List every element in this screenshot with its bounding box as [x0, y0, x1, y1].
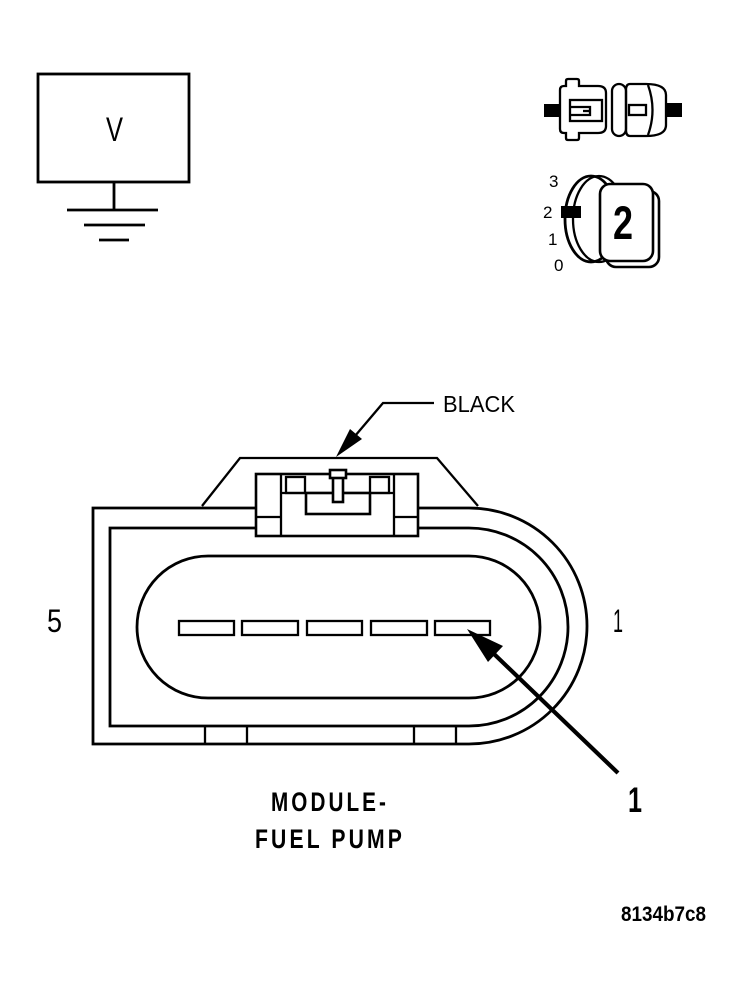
terminal-slots — [177, 619, 492, 637]
terminal-slot-1 — [433, 619, 492, 637]
terminal-slot-5 — [177, 619, 236, 637]
terminal-1-arrow-icon — [467, 629, 503, 662]
terminal-1-callout: 1 — [467, 629, 642, 820]
connector-latch — [201, 456, 479, 538]
wire-color-label: BLACK — [443, 391, 516, 417]
latch-hood — [201, 456, 479, 507]
wire-stub-right — [666, 103, 682, 117]
pin-1-label: 1 — [613, 603, 623, 639]
male-connector-outline — [624, 82, 668, 138]
male-terminal-slot — [627, 103, 648, 117]
bottom-notches — [203, 726, 458, 744]
voltmeter-label: V — [106, 111, 123, 149]
female-connector-outline — [558, 77, 608, 142]
terminal-cavity — [135, 554, 542, 700]
latch-key — [331, 475, 345, 504]
latch-key-cap — [328, 468, 348, 480]
terminal-slot-4 — [240, 619, 300, 637]
reading-block — [598, 182, 655, 263]
meter-gauge-icon: 3 2 1 0 2 — [543, 172, 661, 275]
meter-scale-2: 2 — [543, 203, 552, 222]
male-face — [610, 82, 628, 138]
latch-detail-right — [368, 475, 391, 495]
voltmeter-icon: V — [36, 72, 191, 184]
female-cavity — [568, 98, 604, 123]
latch-detail-left — [284, 475, 307, 495]
terminal-slot-3 — [305, 619, 364, 637]
caption-line2: FUEL PUMP — [255, 824, 405, 854]
housing-outer-outline — [91, 506, 589, 746]
connector-pair-icon — [544, 77, 682, 142]
caption-line1: MODULE- — [271, 787, 389, 817]
terminal-1-leader-line — [491, 651, 620, 775]
wire-stub-left — [544, 104, 560, 117]
pin-5-label: 5 — [47, 603, 62, 639]
housing-inner-outline — [108, 526, 570, 728]
male-shoulder-line — [646, 84, 654, 136]
black-leader-line — [354, 401, 434, 437]
component-caption: MODULE- FUEL PUMP — [255, 787, 405, 854]
gauge-needle — [561, 206, 581, 218]
terminal-1-label: 1 — [628, 781, 642, 820]
ground-icon — [67, 182, 158, 242]
fuel-pump-connector-diagram — [91, 456, 589, 746]
meter-scale-3: 3 — [549, 172, 558, 191]
meter-scale-1: 1 — [548, 230, 557, 249]
terminal-slot-2 — [369, 619, 429, 637]
black-wire-callout: BLACK — [336, 391, 516, 457]
black-wire-arrow-icon — [336, 429, 362, 457]
meter-scale-0: 0 — [554, 256, 563, 275]
figure-code: 8134b7c8 — [621, 903, 706, 926]
meter-reading: 2 — [613, 196, 633, 249]
